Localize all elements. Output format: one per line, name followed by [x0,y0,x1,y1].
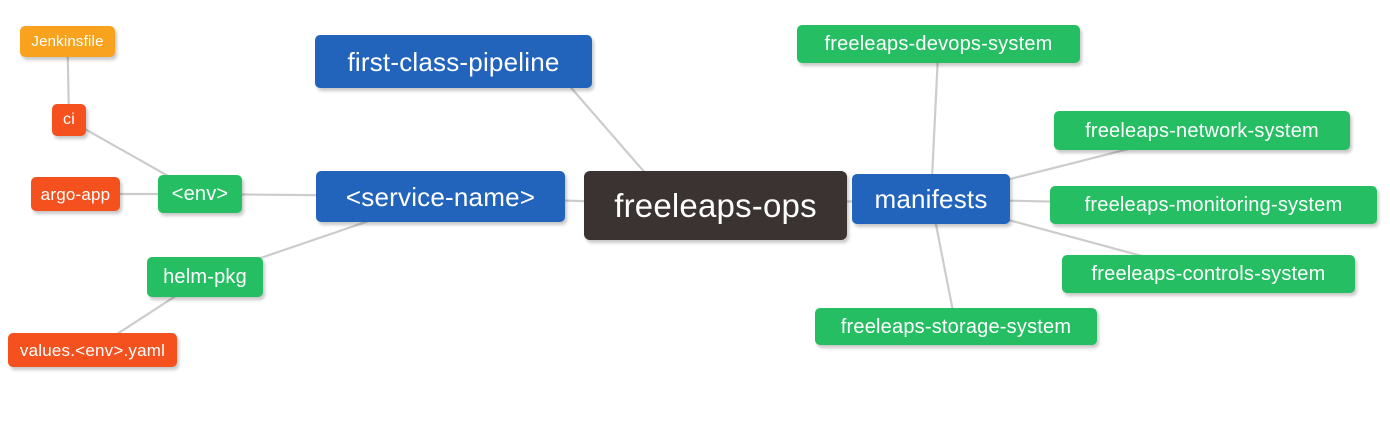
mindmap-node-devops-system[interactable]: freeleaps-devops-system [797,25,1080,63]
mindmap-node-env[interactable]: <env> [158,175,242,213]
edge-manifests-to-devops-system [929,43,940,200]
mindmap-node-label-values-env-yaml: values.<env>.yaml [19,340,166,360]
mindmap-node-argo-app[interactable]: argo-app [31,177,120,211]
mindmap-node-values-env-yaml[interactable]: values.<env>.yaml [8,333,177,367]
mindmap-node-label-argo-app: argo-app [40,184,111,204]
mindmap-node-network-system[interactable]: freeleaps-network-system [1054,111,1350,150]
mindmap-node-label-controls-system: freeleaps-controls-system [1091,263,1326,285]
mindmap-node-label-helm-pkg: helm-pkg [163,266,247,288]
mindmap-node-controls-system[interactable]: freeleaps-controls-system [1062,255,1355,293]
mindmap-node-label-env: <env> [171,183,229,205]
mindmap-node-label-network-system: freeleaps-network-system [1085,119,1319,142]
mindmap-node-label-storage-system: freeleaps-storage-system [840,315,1072,338]
mindmap-node-label-service-name: <service-name> [345,181,536,212]
mindmap-node-label-manifests: manifests [874,184,988,214]
mindmap-node-label-jenkinsfile: Jenkinsfile [31,33,104,50]
mindmap-node-label-freeleaps-ops: freeleaps-ops [614,187,817,224]
mindmap-node-label-devops-system: freeleaps-devops-system [824,33,1053,55]
mindmap-node-label-ci: ci [63,111,75,128]
mindmap-node-manifests[interactable]: manifests [852,174,1010,224]
mindmap-node-label-first-class-pipeline: first-class-pipeline [347,46,560,77]
mindmap-node-monitoring-system[interactable]: freeleaps-monitoring-system [1050,186,1377,224]
edge-first-class-pipeline-to-freeleaps-ops [559,74,661,191]
mindmap-node-storage-system[interactable]: freeleaps-storage-system [815,308,1097,345]
mindmap-node-ci[interactable]: ci [52,104,86,136]
mindmap-node-service-name[interactable]: <service-name> [316,171,565,222]
mindmap-node-helm-pkg[interactable]: helm-pkg [147,257,263,297]
mindmap-node-label-monitoring-system: freeleaps-monitoring-system [1084,194,1343,216]
mindmap-node-jenkinsfile[interactable]: Jenkinsfile [20,26,115,57]
mindmap-node-first-class-pipeline[interactable]: first-class-pipeline [315,35,592,88]
mindmap-node-freeleaps-ops[interactable]: freeleaps-ops [584,171,847,240]
